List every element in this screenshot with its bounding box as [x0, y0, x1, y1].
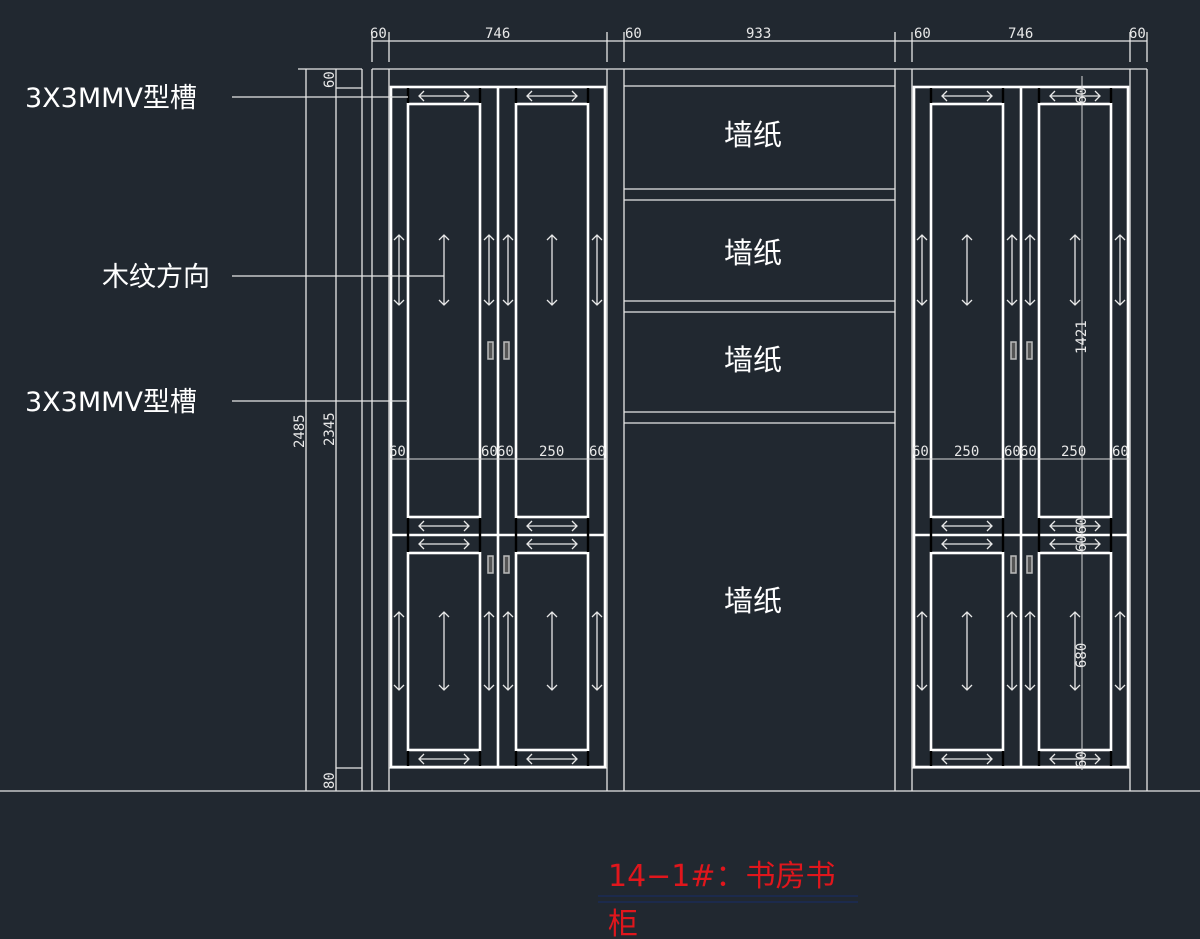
vertical-double-arrow-icon [438, 234, 450, 306]
dim-left-door-3: 250 [539, 444, 564, 460]
left-dimension-chain: 2485 2345 60 80 [292, 68, 363, 791]
horizontal-double-arrow-icon [418, 538, 470, 550]
dim-right-door-1: 250 [954, 444, 979, 460]
horizontal-double-arrow-icon [526, 538, 578, 550]
dim-bottom-plinth: 80 [322, 772, 338, 789]
vertical-double-arrow-icon [1069, 611, 1081, 691]
vertical-double-arrow-icon [502, 611, 514, 691]
title-line-2: 柜 [608, 907, 638, 939]
door-handle-icon [1026, 341, 1033, 360]
dim-top-4: 60 [914, 26, 931, 42]
right-door-unit: 60 250 60 60 250 60 60 1421 60 60 680 60 [912, 76, 1130, 770]
vertical-double-arrow-icon [393, 234, 405, 306]
dim-right-lower-height: 680 [1074, 643, 1090, 668]
right-door-lower-panel-1 [929, 551, 1005, 752]
door-handle-icon [487, 555, 494, 574]
callout-side-groove: 3X3MMV型槽 [25, 387, 197, 418]
center-wallpaper-section: 墙纸 墙纸 墙纸 墙纸 [624, 85, 895, 618]
right-door-upper-panel-1 [929, 102, 1005, 519]
door-handle-icon [1010, 341, 1017, 360]
dim-right-door-5: 60 [1112, 444, 1129, 460]
dim-right-door-3: 60 [1020, 444, 1037, 460]
horizontal-double-arrow-icon [1049, 538, 1101, 550]
left-door-unit: 60 60 60 250 60 [389, 85, 607, 769]
horizontal-double-arrow-icon [418, 520, 470, 532]
vertical-double-arrow-icon [502, 234, 514, 306]
dim-top-2: 60 [625, 26, 642, 42]
right-door-upper-panel-2 [1037, 102, 1113, 519]
vertical-double-arrow-icon [1114, 234, 1126, 306]
dim-top-3: 933 [746, 26, 771, 42]
dim-top-rail: 60 [322, 71, 338, 88]
vertical-double-arrow-icon [438, 611, 450, 691]
dim-top-0: 60 [370, 26, 387, 42]
dim-left-door-0: 60 [389, 444, 406, 460]
callouts: 3X3MMV型槽 木纹方向 3X3MMV型槽 [25, 83, 444, 418]
vertical-double-arrow-icon [1069, 234, 1081, 306]
left-door-upper-panel-1 [406, 102, 482, 519]
dim-right-upper-height: 1421 [1074, 320, 1090, 354]
drawing-title: 14−1#：书房书 柜 [598, 859, 858, 939]
dim-left-door-4: 60 [589, 444, 606, 460]
callout-top-groove: 3X3MMV型槽 [25, 83, 197, 114]
door-handle-icon [1010, 555, 1017, 574]
dim-inner-height: 2345 [322, 412, 338, 446]
dim-right-door-0: 60 [912, 444, 929, 460]
wallpaper-label-2: 墙纸 [724, 236, 782, 270]
vertical-double-arrow-icon [961, 234, 973, 306]
dim-top-6: 60 [1129, 26, 1146, 42]
door-handle-icon [487, 341, 494, 360]
horizontal-double-arrow-icon [418, 90, 470, 102]
vertical-double-arrow-icon [961, 611, 973, 691]
dim-left-door-1: 60 [481, 444, 498, 460]
title-line-1: 14−1#：书房书 [608, 859, 836, 894]
grain-arrows [393, 90, 1126, 765]
vertical-double-arrow-icon [591, 234, 603, 306]
vertical-double-arrow-icon [591, 611, 603, 691]
dim-top-5: 746 [1008, 26, 1033, 42]
vertical-double-arrow-icon [546, 234, 558, 306]
wallpaper-label-3: 墙纸 [724, 343, 782, 377]
horizontal-double-arrow-icon [941, 753, 993, 765]
horizontal-double-arrow-icon [1049, 520, 1101, 532]
door-handle-icon [1026, 555, 1033, 574]
left-door-upper-panel-2 [514, 102, 590, 519]
wallpaper-label-4: 墙纸 [724, 584, 782, 618]
top-dimension-chain: 60 746 60 933 60 746 60 [370, 26, 1148, 62]
horizontal-double-arrow-icon [941, 538, 993, 550]
dim-left-door-2: 60 [497, 444, 514, 460]
horizontal-double-arrow-icon [1049, 753, 1101, 765]
horizontal-double-arrow-icon [418, 753, 470, 765]
wallpaper-label-1: 墙纸 [724, 118, 782, 152]
vertical-double-arrow-icon [483, 234, 495, 306]
horizontal-double-arrow-icon [941, 520, 993, 532]
door-handle-icon [503, 341, 510, 360]
left-door-lower-panel-1 [406, 551, 482, 752]
vertical-double-arrow-icon [1114, 611, 1126, 691]
dim-right-door-4: 250 [1061, 444, 1086, 460]
left-door-lower-panel-2 [514, 551, 590, 752]
door-handle-icon [503, 555, 510, 574]
vertical-double-arrow-icon [1024, 234, 1036, 306]
horizontal-double-arrow-icon [526, 753, 578, 765]
horizontal-double-arrow-icon [526, 520, 578, 532]
cabinet-frame [371, 68, 1148, 791]
dim-right-door-2: 60 [1004, 444, 1021, 460]
horizontal-double-arrow-icon [941, 90, 993, 102]
horizontal-double-arrow-icon [1049, 90, 1101, 102]
vertical-double-arrow-icon [546, 611, 558, 691]
callout-grain-direction: 木纹方向 [102, 262, 210, 293]
vertical-double-arrow-icon [1006, 611, 1018, 691]
vertical-double-arrow-icon [393, 611, 405, 691]
vertical-double-arrow-icon [1006, 234, 1018, 306]
right-door-lower-panel-2 [1037, 551, 1113, 752]
dim-top-1: 746 [485, 26, 510, 42]
vertical-double-arrow-icon [916, 611, 928, 691]
vertical-double-arrow-icon [916, 234, 928, 306]
dim-overall-height: 2485 [292, 414, 308, 448]
vertical-double-arrow-icon [483, 611, 495, 691]
horizontal-double-arrow-icon [526, 90, 578, 102]
vertical-double-arrow-icon [1024, 611, 1036, 691]
